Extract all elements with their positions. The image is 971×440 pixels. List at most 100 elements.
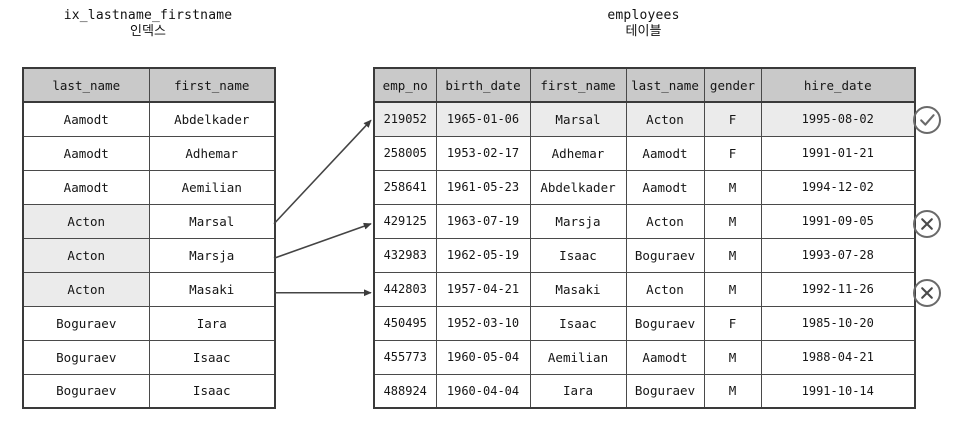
employees-cell-emp-no: 488924 (373, 373, 437, 409)
arrow-marsal-to-219052 (273, 119, 372, 225)
employees-cell-first-name: Iara (529, 373, 627, 409)
index-cell-first-name: Isaac (148, 339, 276, 375)
employees-cell-hire-date: 1992-11-26 (760, 271, 916, 307)
employees-cell-last-name: Boguraev (625, 305, 705, 341)
x-circle-icon (913, 209, 941, 238)
index-cell-last-name: Acton (22, 237, 150, 273)
index-cell-first-name: Abdelkader (148, 101, 276, 137)
employees-cell-emp-no: 450495 (373, 305, 437, 341)
employees-column-header-hire-date: hire_date (760, 67, 916, 103)
index-column-header-last-name: last_name (22, 67, 150, 103)
index-cell-first-name: Isaac (148, 373, 276, 409)
employees-cell-hire-date: 1991-01-21 (760, 135, 916, 171)
employees-cell-gender: M (703, 373, 762, 409)
employees-cell-hire-date: 1988-04-21 (760, 339, 916, 375)
employees-cell-birth-date: 1960-05-04 (435, 339, 531, 375)
employees-column-header-birth-date: birth_date (435, 67, 531, 103)
employees-cell-birth-date: 1960-04-04 (435, 373, 531, 409)
index-cell-last-name: Boguraev (22, 305, 150, 341)
index-cell-first-name: Iara (148, 305, 276, 341)
employees-cell-gender: M (703, 237, 762, 273)
employees-cell-emp-no: 432983 (373, 237, 437, 273)
employees-title-sub: 테이블 (625, 23, 662, 39)
employees-cell-last-name: Boguraev (625, 237, 705, 273)
employees-cell-birth-date: 1953-02-17 (435, 135, 531, 171)
index-cell-first-name: Marsal (148, 203, 276, 239)
index-header-row: last_name first_name (22, 67, 276, 103)
employees-cell-gender: F (703, 101, 762, 137)
employees-cell-last-name: Boguraev (625, 373, 705, 409)
employees-title-block: employees 테이블 (373, 8, 914, 40)
employees-cell-first-name: Adhemar (529, 135, 627, 171)
employees-cell-first-name: Marsja (529, 203, 627, 239)
index-cell-last-name: Aamodt (22, 135, 150, 171)
employees-cell-last-name: Aamodt (625, 135, 705, 171)
index-cell-first-name: Masaki (148, 271, 276, 307)
employees-cell-gender: M (703, 339, 762, 375)
employees-title-main: employees (607, 8, 680, 23)
employees-table: emp_no birth_date first_name last_name g… (373, 67, 916, 409)
index-cell-last-name: Boguraev (22, 373, 150, 409)
index-cell-first-name: Aemilian (148, 169, 276, 205)
index-cell-first-name: Marsja (148, 237, 276, 273)
employees-cell-first-name: Marsal (529, 101, 627, 137)
arrow-marsja-to-429125 (273, 222, 372, 260)
employees-cell-hire-date: 1991-10-14 (760, 373, 916, 409)
x-circle-icon (913, 278, 941, 307)
employees-cell-emp-no: 258641 (373, 169, 437, 205)
employees-cell-emp-no: 442803 (373, 271, 437, 307)
employees-header-row: emp_no birth_date first_name last_name g… (373, 67, 916, 103)
employees-column-header-last-name: last_name (625, 67, 705, 103)
employees-cell-birth-date: 1965-01-06 (435, 101, 531, 137)
employees-cell-emp-no: 219052 (373, 101, 437, 137)
employees-column-header-emp-no: emp_no (373, 67, 437, 103)
employees-cell-emp-no: 429125 (373, 203, 437, 239)
index-title-block: ix_lastname_firstname 인덱스 (22, 8, 274, 40)
employees-cell-birth-date: 1952-03-10 (435, 305, 531, 341)
employees-cell-last-name: Acton (625, 101, 705, 137)
employees-cell-birth-date: 1957-04-21 (435, 271, 531, 307)
employees-column-header-gender: gender (703, 67, 762, 103)
cross-marker-2 (912, 278, 942, 308)
check-circle-icon (913, 106, 941, 135)
employees-cell-hire-date: 1995-08-02 (760, 101, 916, 137)
index-cell-last-name: Aamodt (22, 169, 150, 205)
employees-cell-emp-no: 455773 (373, 339, 437, 375)
employees-cell-birth-date: 1962-05-19 (435, 237, 531, 273)
employees-cell-hire-date: 1985-10-20 (760, 305, 916, 341)
employees-cell-gender: M (703, 169, 762, 205)
employees-cell-gender: M (703, 203, 762, 239)
employees-cell-last-name: Aamodt (625, 169, 705, 205)
cross-marker-1 (912, 209, 942, 239)
index-cell-last-name: Boguraev (22, 339, 150, 375)
employees-cell-first-name: Isaac (529, 237, 627, 273)
employees-cell-birth-date: 1961-05-23 (435, 169, 531, 205)
employees-cell-gender: M (703, 271, 762, 307)
employees-cell-last-name: Acton (625, 203, 705, 239)
employees-cell-hire-date: 1994-12-02 (760, 169, 916, 205)
employees-column-header-first-name: first_name (529, 67, 627, 103)
employees-cell-last-name: Acton (625, 271, 705, 307)
employees-cell-gender: F (703, 135, 762, 171)
employees-cell-last-name: Aamodt (625, 339, 705, 375)
index-cell-last-name: Acton (22, 203, 150, 239)
check-marker (912, 105, 942, 135)
